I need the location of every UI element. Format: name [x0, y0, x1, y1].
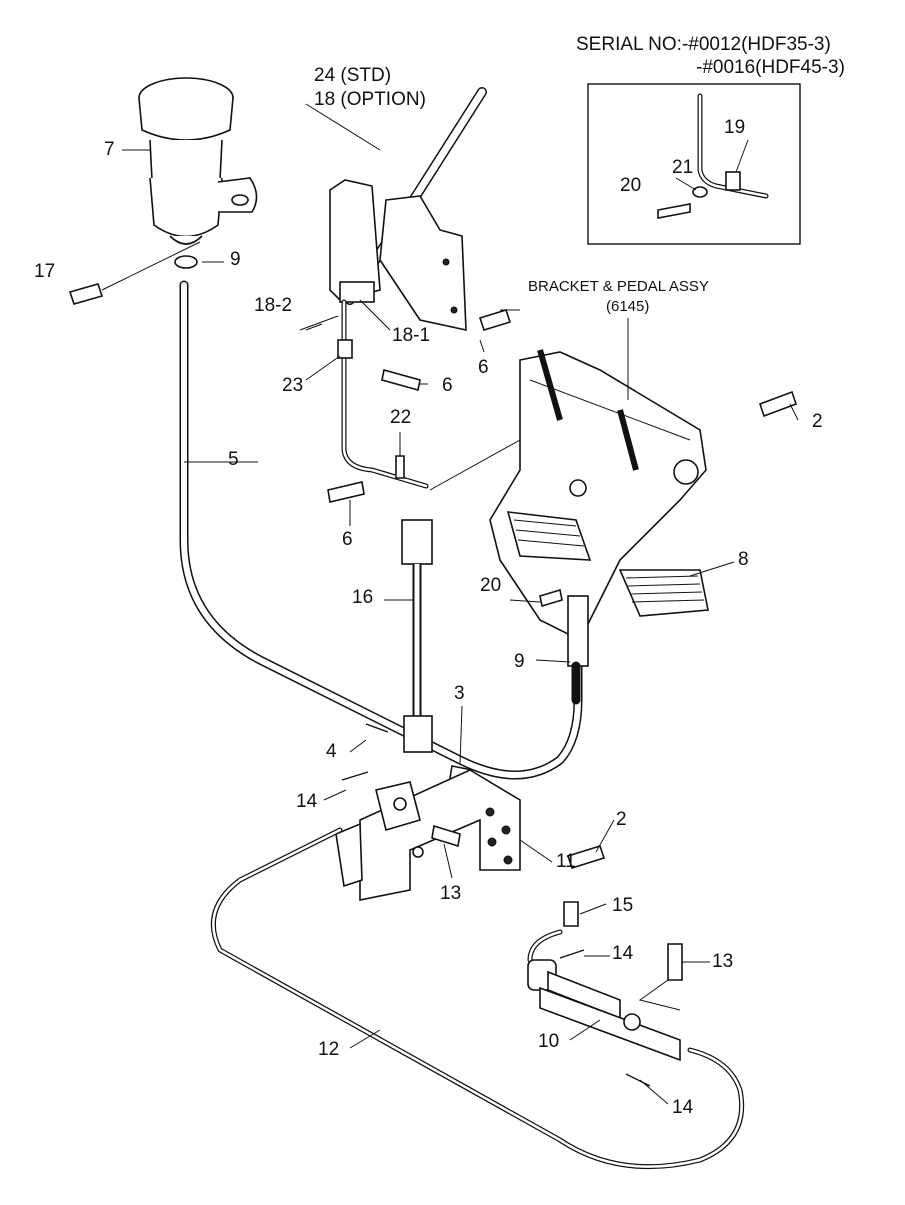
cotter-pin-4 — [365, 723, 389, 733]
cotter-pin-14a — [341, 771, 369, 781]
reservoir-tank — [138, 77, 258, 245]
hose-clip-top — [174, 255, 198, 269]
callout-23: 23 — [282, 375, 304, 396]
callout-7: 7 — [104, 139, 115, 160]
callout-18-2: 18-2 — [254, 295, 293, 316]
bolt-6-mid — [381, 368, 421, 392]
callout-12: 12 — [318, 1039, 340, 1060]
callout-16: 16 — [352, 587, 374, 608]
inset-bolt — [657, 203, 691, 219]
leader-lines — [122, 103, 799, 1105]
assembly-code: (6145) — [606, 298, 650, 315]
callout-13-b: 13 — [712, 951, 734, 972]
callout-22: 22 — [390, 407, 412, 428]
actuator-10 — [527, 901, 683, 1087]
callout-13-a: 13 — [440, 883, 462, 904]
bolt-2-low — [566, 845, 606, 869]
callout-20-inset: 20 — [620, 175, 642, 196]
pedal-bracket-assembly — [429, 349, 709, 642]
callout-8: 8 — [738, 549, 749, 570]
bolt-6-top — [478, 309, 512, 331]
callout-5: 5 — [228, 449, 239, 470]
lever-std-label: 24 (STD) — [314, 65, 392, 86]
inset-clamp — [725, 171, 741, 191]
callout-10: 10 — [538, 1031, 560, 1052]
slave-cylinder — [567, 595, 589, 705]
push-rod-16 — [401, 519, 433, 753]
inset-washer — [692, 186, 708, 198]
callout-6-low: 6 — [342, 529, 353, 550]
cotter-pin-14b — [559, 949, 585, 959]
callout-19: 19 — [724, 117, 746, 138]
serial-line-1: SERIAL NO:-#0012(HDF35-3) — [576, 34, 831, 55]
callout-20: 20 — [480, 575, 502, 596]
callout-9-low: 9 — [514, 651, 525, 672]
callout-21: 21 — [672, 157, 694, 178]
serial-line-2: -#0016(HDF45-3) — [696, 57, 845, 78]
assembly-title: BRACKET & PEDAL ASSY — [528, 278, 709, 295]
bolt-6-low — [327, 481, 365, 503]
serial-inset-box — [587, 83, 801, 245]
bolt-17 — [68, 241, 201, 305]
pin-13b — [667, 943, 683, 981]
callout-6-mid: 6 — [442, 375, 453, 396]
callout-2-top: 2 — [812, 411, 823, 432]
callout-14-b: 14 — [612, 943, 634, 964]
callout-2-low: 2 — [616, 809, 627, 830]
lever-cable — [327, 299, 429, 503]
bracket-11 — [335, 769, 606, 901]
callout-11: 11 — [556, 851, 576, 872]
hose-5 — [179, 280, 583, 780]
callout-14-a: 14 — [296, 791, 318, 812]
callout-9-top: 9 — [230, 249, 241, 270]
bolt-2-top — [758, 390, 798, 418]
pin-13a — [431, 824, 461, 848]
brake-pedal-pad — [506, 511, 592, 561]
callout-14-c: 14 — [672, 1097, 694, 1118]
callout-3: 3 — [454, 683, 465, 704]
callout-4: 4 — [326, 741, 337, 762]
callout-17: 17 — [34, 261, 56, 282]
callout-15: 15 — [612, 895, 634, 916]
cable-clamp-22 — [395, 455, 405, 479]
callout-18-1: 18-1 — [392, 325, 431, 346]
cable-12 — [210, 827, 745, 1170]
cotter-pin-14c — [625, 1073, 651, 1087]
hand-lever-assembly — [299, 87, 512, 332]
callout-6-top: 6 — [478, 357, 489, 378]
lever-option-label: 18 (OPTION) — [314, 89, 426, 110]
pin-15 — [563, 901, 579, 927]
